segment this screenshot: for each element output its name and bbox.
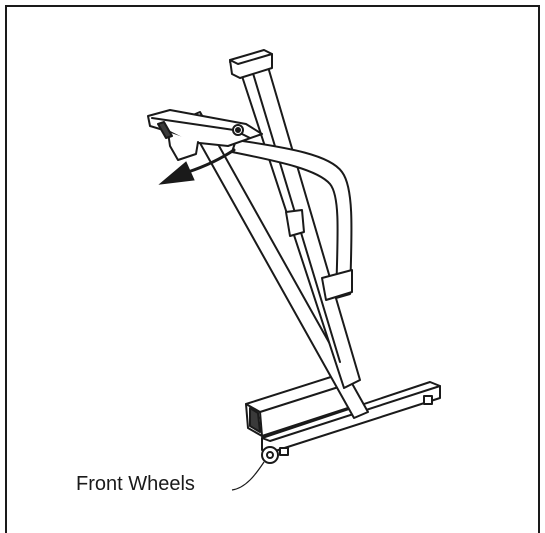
fold-direction-arrow-shaft	[186, 148, 236, 174]
console-underside	[167, 131, 199, 161]
front-wheels-label: Front Wheels	[76, 473, 195, 495]
front-wheels-leader-line	[231, 461, 265, 491]
handrail-lower-bracket	[321, 269, 353, 301]
console-knob-inner	[235, 127, 241, 133]
motor-hood-shadow	[249, 407, 261, 433]
console-body	[147, 109, 263, 147]
motor-hood-ridge-vertical	[259, 411, 263, 437]
base-foot	[423, 395, 433, 405]
fold-direction-arrow-head	[158, 161, 195, 185]
figure-border	[5, 5, 540, 533]
front-wheel-hub	[266, 451, 274, 459]
upright-bracket	[285, 209, 305, 237]
base-foot-rear	[279, 447, 289, 456]
deck-end-cap-edge	[229, 53, 273, 65]
base-frame-top-edge	[261, 385, 441, 442]
console-key-pad	[157, 121, 173, 139]
